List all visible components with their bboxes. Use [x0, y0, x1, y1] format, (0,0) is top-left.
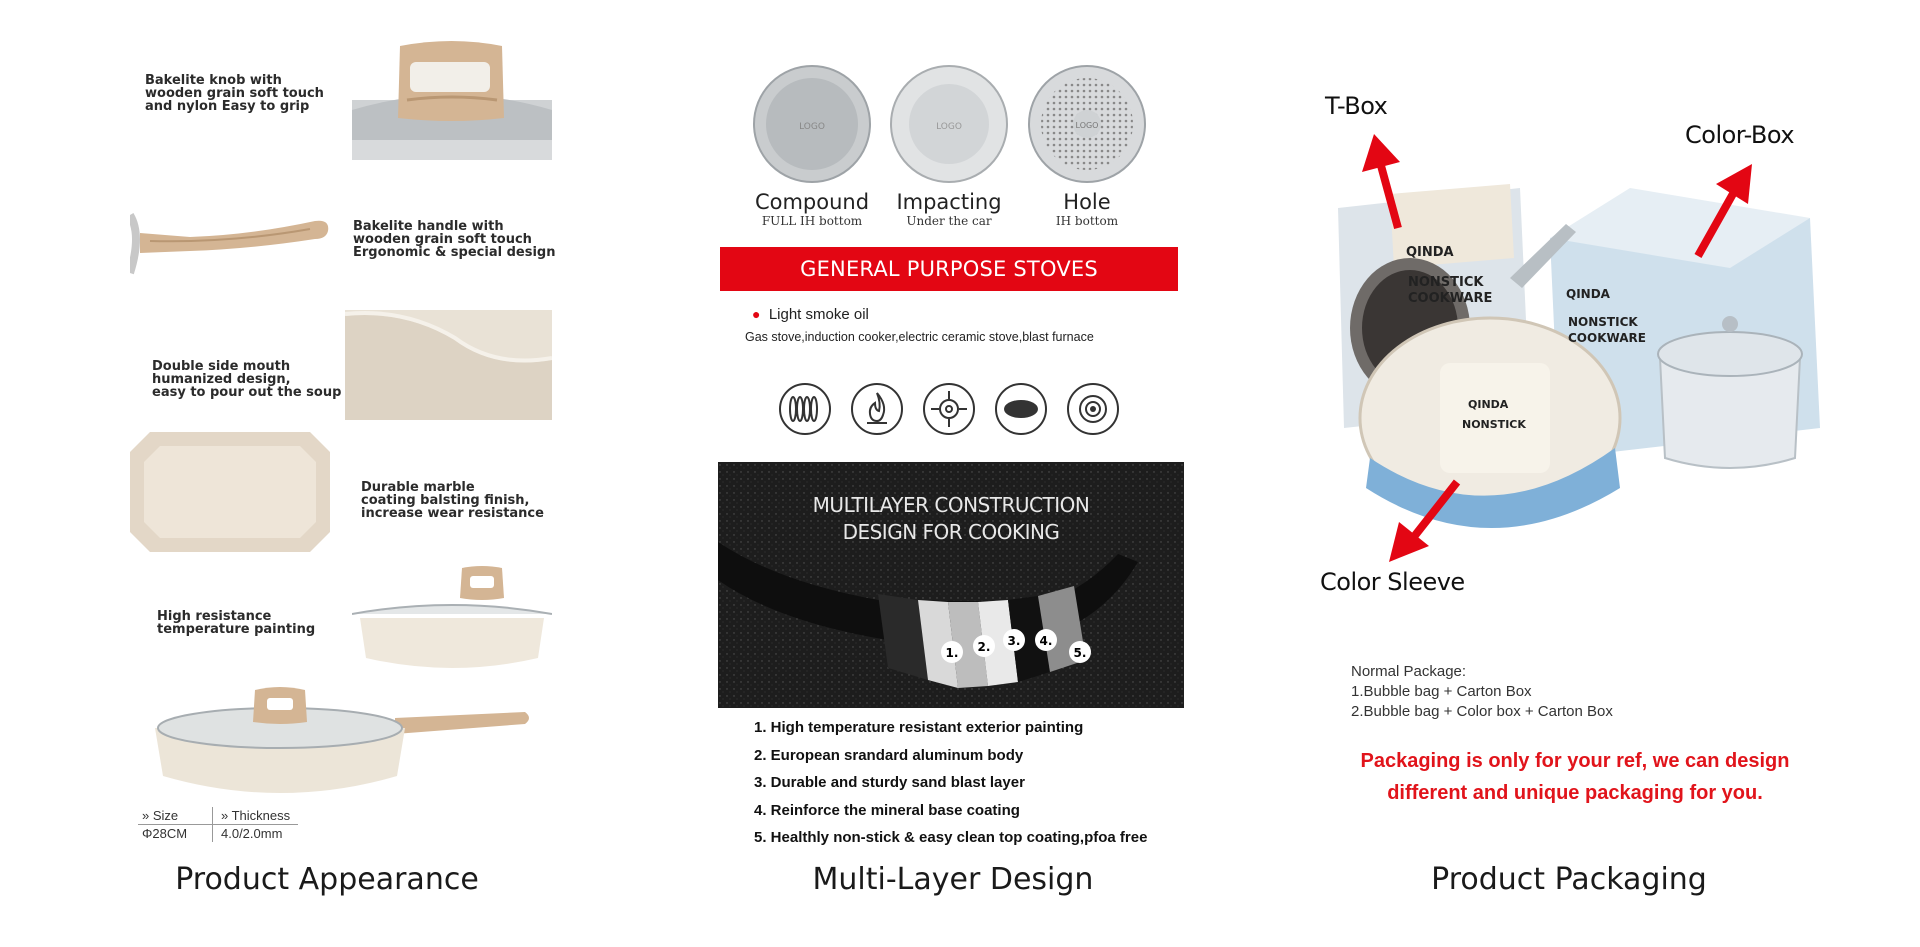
- bullet-dot: ●: [752, 306, 761, 322]
- pot-with-lid-image: [352, 562, 552, 677]
- disc-title: Compound: [754, 190, 870, 214]
- induction-stove-icon: [1067, 383, 1119, 435]
- impacting-disc-image: LOGO: [890, 65, 1008, 183]
- construction-diagram: 1. 2. 3. 4. 5. MULTILAYER CONSTRUCTION D…: [718, 462, 1184, 708]
- oil-bullet: ● Light smoke oil: [752, 306, 869, 323]
- colorbox-text-1: NONSTICK: [1568, 315, 1638, 329]
- normal-package-option-1: 1.Bubble bag + Carton Box: [1351, 683, 1532, 700]
- thickness-value: 4.0/2.0mm: [221, 826, 283, 841]
- normal-package-note: Normal Package: 1.Bubble bag + Carton Bo…: [1351, 662, 1613, 722]
- layer-number: 3.: [1008, 634, 1021, 648]
- feature-painting-text: High resistance temperature painting: [157, 609, 316, 637]
- caption-appearance: Product Appearance: [175, 862, 479, 897]
- list-item: 1. High temperature resistant exterior p…: [754, 719, 1084, 736]
- list-item: 4. Reinforce the mineral base coating: [754, 801, 1020, 819]
- disc-label-hole: Hole IH bottom: [1017, 190, 1157, 228]
- layer-number: 1.: [946, 646, 959, 660]
- layer-number: 4.: [1040, 634, 1053, 648]
- stoves-banner: GENERAL PURPOSE STOVES: [720, 247, 1178, 291]
- sleeve-label: Color Sleeve: [1320, 568, 1465, 596]
- stoves-text: Gas stove,induction cooker,electric cera…: [745, 330, 1094, 344]
- disc-logo: LOGO: [799, 122, 825, 132]
- size-table: » Size » Thickness Φ28CM 4.0/2.0mm: [138, 807, 299, 842]
- disclaimer-line-1: Packaging is only for your ref, we can d…: [1360, 750, 1790, 772]
- coil-stove-icon: [779, 383, 831, 435]
- marble-coating-image: [130, 432, 330, 552]
- feature-coating-text: Durable marble coating balsting finish, …: [361, 480, 544, 521]
- normal-package-title: Normal Package:: [1351, 663, 1467, 680]
- feature-mouth-text: Double side mouth humanized design, easy…: [152, 359, 342, 400]
- disc-label-impacting: Impacting Under the car: [879, 190, 1019, 228]
- feature-knob-text: Bakelite knob with wooden grain soft tou…: [145, 73, 324, 114]
- gas-burner-icon: [923, 383, 975, 435]
- colorbox-brand: QINDA: [1566, 287, 1611, 301]
- packaging-photo: QINDA NONSTICK COOKWARE QINDA NONSTICK C…: [1330, 128, 1870, 548]
- layer-number: 5.: [1074, 646, 1087, 660]
- colorbox-arrow-icon: [1694, 164, 1752, 258]
- disc-subtitle: Under the car: [906, 214, 992, 228]
- dark-title-line-1: MULTILAYER CONSTRUCTION: [813, 493, 1090, 517]
- dark-title-line-2: DESIGN FOR COOKING: [843, 520, 1060, 544]
- tbox-label: T-Box: [1325, 92, 1388, 120]
- layers-list: 1. High temperature resistant exterior p…: [754, 714, 1147, 852]
- colorbox-text-2: COOKWARE: [1568, 331, 1646, 345]
- ceramic-stove-icon: [995, 383, 1047, 435]
- disclaimer-line-2: different and unique packaging for you.: [1387, 782, 1763, 804]
- sleeve-brand: QINDA: [1468, 398, 1509, 411]
- hole-disc-image: LOGO: [1028, 65, 1146, 183]
- tbox-brand: QINDA: [1406, 245, 1454, 260]
- list-item: 3. Durable and sturdy sand blast layer: [754, 774, 1025, 791]
- sleeve-arrow-icon: [1389, 479, 1461, 562]
- list-item: 2. European srandard aluminum body: [754, 746, 1024, 764]
- layer-number: 2.: [978, 640, 991, 654]
- lid-knob-image: [352, 40, 552, 160]
- compound-disc-image: LOGO: [753, 65, 871, 183]
- disc-label-compound: Compound FULL IH bottom: [742, 190, 882, 228]
- tbox-arrow-icon: [1362, 134, 1402, 230]
- normal-package-option-2: 2.Bubble bag + Color box + Carton Box: [1351, 703, 1613, 720]
- caption-packaging: Product Packaging: [1431, 862, 1707, 897]
- disc-title: Impacting: [896, 190, 1002, 214]
- frying-pan-image: [145, 682, 530, 802]
- list-item: 5. Healthly non-stick & easy clean top c…: [754, 829, 1148, 846]
- size-header: » Size: [138, 807, 213, 824]
- pour-spout-image: [345, 310, 552, 420]
- handle-image: [130, 205, 330, 280]
- oil-text: Light smoke oil: [768, 306, 869, 323]
- size-value: Φ28CM: [138, 825, 213, 842]
- packaging-disclaimer: Packaging is only for your ref, we can d…: [1345, 745, 1805, 809]
- thickness-header: » Thickness: [221, 808, 291, 823]
- tbox-text-2: COOKWARE: [1408, 291, 1492, 306]
- disc-logo: LOGO: [936, 122, 962, 132]
- disc-subtitle: FULL IH bottom: [761, 214, 863, 228]
- feature-handle-text: Bakelite handle with wooden grain soft t…: [353, 219, 556, 260]
- gas-flame-icon: [851, 383, 903, 435]
- disc-subtitle: IH bottom: [1055, 214, 1119, 228]
- disc-logo: LOGO: [1076, 121, 1099, 130]
- tbox-text-1: NONSTICK: [1408, 275, 1484, 290]
- colorbox-label: Color-Box: [1685, 121, 1795, 149]
- caption-layers: Multi-Layer Design: [812, 862, 1094, 897]
- disc-title: Hole: [1063, 190, 1111, 214]
- sleeve-text-1: NONSTICK: [1462, 418, 1526, 431]
